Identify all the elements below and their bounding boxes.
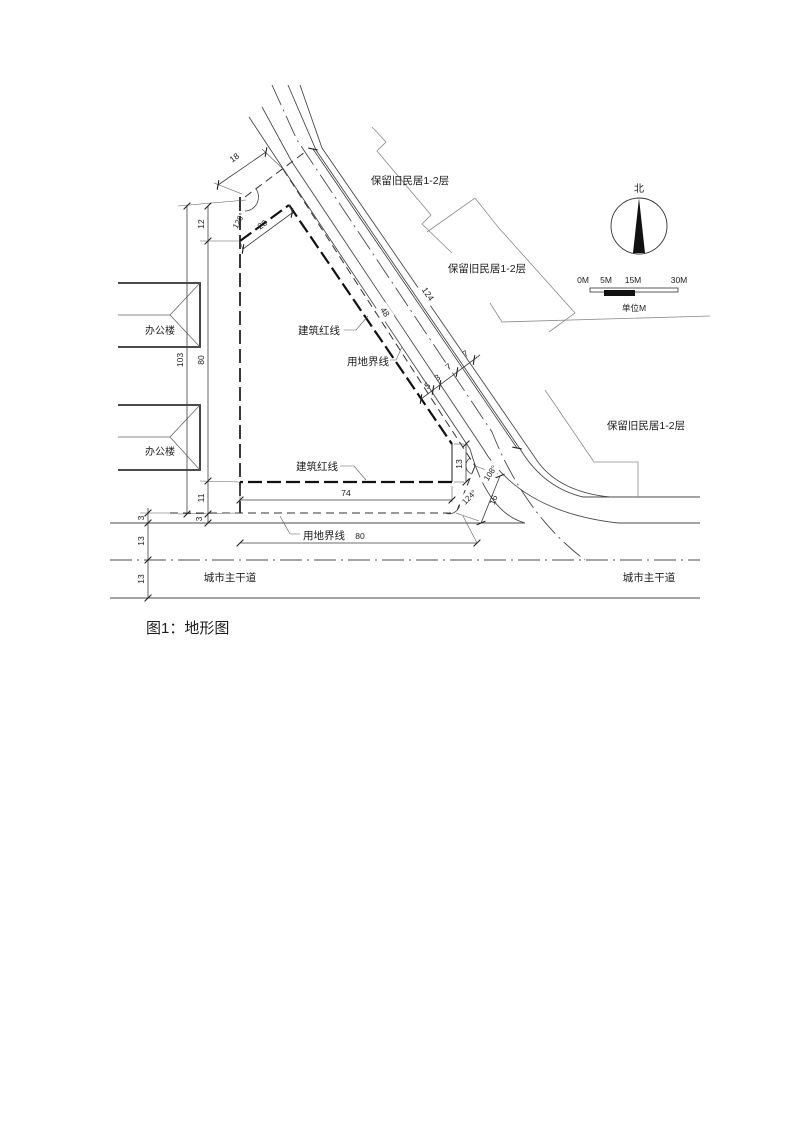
office-label: 办公楼 — [145, 324, 175, 337]
office-building-1: 办公楼 — [118, 282, 201, 348]
north-arrow: 北 — [610, 183, 668, 255]
leader-labels: 建筑红线 用地界线 建筑红线 用地界线 — [279, 315, 403, 542]
left-dimensions: 103 12 80 11 3 3 13 13 — [136, 199, 247, 602]
boundary-top-edge — [244, 151, 306, 198]
roof-hip-lines — [118, 282, 201, 348]
figure-caption: 图1：地形图 — [146, 620, 229, 637]
angle-108: 108° — [465, 457, 502, 487]
dim-3-cross: 3 — [432, 372, 442, 383]
boundary-bottom-label: 用地界线 — [303, 529, 345, 542]
redline-top-label: 建筑红线 — [298, 324, 340, 337]
angle-126: 126° — [231, 188, 259, 230]
road-curb-line — [299, 84, 611, 498]
dim-80-left: 80 — [196, 355, 206, 365]
scale-tick-15: 15M — [625, 275, 642, 285]
dim-12: 12 — [196, 219, 206, 229]
office-label: 办公楼 — [145, 445, 175, 458]
building-red-line — [239, 204, 453, 484]
horizontal-road — [110, 522, 700, 599]
scale-unit-label: 单位M — [622, 303, 646, 313]
bottom-dimensions: 74 80 13 16 — [236, 440, 505, 547]
scale-tick-5: 5M — [600, 275, 612, 285]
road-curb-line — [261, 106, 619, 524]
scale-tick-0: 0M — [577, 275, 589, 285]
boundary-mid-label: 用地界线 — [347, 355, 389, 368]
scale-tick-30: 30M — [671, 275, 688, 285]
office-building-2: 办公楼 — [118, 404, 201, 471]
plot-zigzag — [371, 126, 453, 254]
top-dimensions: 18 20 — [212, 146, 298, 255]
plot-zigzag — [544, 389, 639, 497]
dim-18: 18 — [228, 151, 242, 165]
old-dwellings-label-1: 保留旧民居1-2层 — [371, 174, 449, 187]
dim-3-inner: 3 — [194, 516, 204, 521]
dim-7b: 7 — [460, 348, 470, 359]
road-curb-line — [248, 116, 526, 524]
dim-16: 16 — [487, 493, 500, 506]
dim-74: 74 — [341, 488, 351, 498]
angle-126-label: 126° — [231, 211, 247, 230]
boundary-diagonal — [282, 168, 476, 467]
dim-103: 103 — [175, 353, 185, 367]
scale-bar-filled-segment — [604, 290, 635, 296]
old-dwellings-label-2: 保留旧民居1-2层 — [448, 262, 526, 275]
north-needle — [633, 198, 645, 253]
dim-13-road1: 13 — [136, 536, 146, 546]
dim-3-left: 3 — [136, 515, 146, 520]
plot-zigzag — [426, 197, 576, 333]
dim-13-road2: 13 — [136, 574, 146, 584]
dim-7a: 7 — [443, 361, 453, 372]
area-labels: 保留旧民居1-2层 保留旧民居1-2层 保留旧民居1-2层 城市主干道 城市主干… — [204, 174, 685, 584]
north-label: 北 — [634, 183, 644, 195]
dim-5: 5 — [422, 380, 432, 391]
redline-diagonal — [288, 204, 453, 445]
scale-bar: 0M 5M 15M 30M 单位M — [577, 275, 687, 313]
road-curb-line — [287, 84, 700, 498]
main-road-label-left: 城市主干道 — [204, 571, 257, 584]
angle-124: 124° — [444, 484, 482, 515]
building-outline — [118, 282, 201, 348]
road-centerline — [271, 84, 586, 561]
redline-bottom-label: 建筑红线 — [296, 460, 338, 473]
dim-13-right: 13 — [454, 459, 464, 469]
dim-80-bottom: 80 — [355, 531, 365, 541]
plot-boundaries — [371, 126, 711, 497]
main-road-label-right: 城市主干道 — [623, 571, 676, 584]
building-outline — [118, 404, 201, 471]
boundary-chamfer — [455, 465, 476, 514]
plot-zigzag — [489, 302, 711, 323]
roof-hip-lines — [118, 404, 201, 471]
diagonal-road — [248, 84, 700, 561]
site-boundary — [170, 151, 476, 514]
old-dwellings-label-3: 保留旧民居1-2层 — [607, 419, 685, 432]
road-dimensions: 124 48 5 3 7 7 — [307, 143, 523, 454]
dim-11: 11 — [196, 493, 206, 502]
redline-top-segment — [239, 204, 290, 242]
